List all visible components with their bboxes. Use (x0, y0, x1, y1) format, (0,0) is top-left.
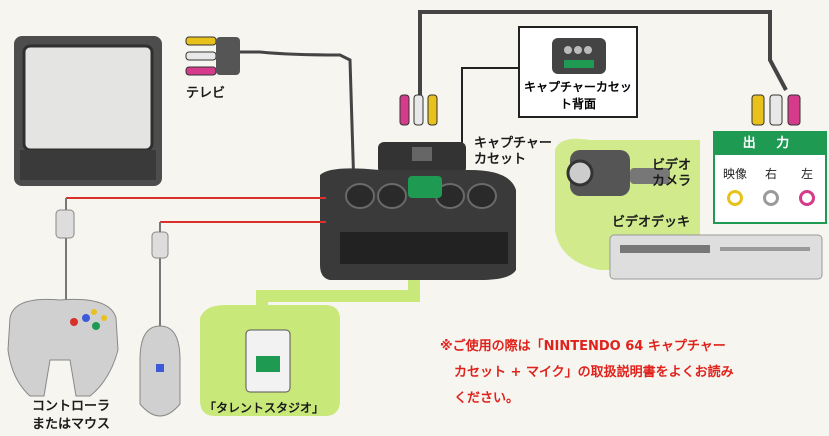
output-panel: 出 力 映像 右 左 (713, 131, 827, 224)
output-right-jack (763, 190, 779, 206)
rca-plugs-output (751, 94, 801, 126)
video-camera-label-line1: ビデオ (652, 158, 692, 173)
output-video: 映像 (717, 165, 753, 206)
video-camera-label: ビデオ カメラ (652, 158, 691, 190)
callout-pointer (461, 67, 518, 150)
video-deck-label: ビデオデッキ (612, 215, 691, 230)
tv-av-cable (240, 50, 357, 223)
controller-label-line2: またはマウス (32, 417, 111, 432)
tv-screen (22, 44, 154, 152)
output-right-label: 右 (764, 167, 777, 181)
capture-back-illustration (552, 38, 606, 74)
usage-notice-line1: ※ご使用の際は「NINTENDO 64 キャプチャー (440, 339, 726, 354)
tv-label: テレビ (186, 86, 226, 101)
tv-base (20, 150, 156, 180)
video-deck (609, 234, 823, 280)
capture-back-label: キャプチャーカセット背面 (524, 80, 632, 111)
usage-notice-line3: ください。 (454, 391, 520, 406)
output-left-label: 左 (800, 167, 813, 181)
usage-notice-line2: カセット + マイク」の取扱説明書をよくお読み (454, 365, 734, 380)
output-video-label: 映像 (722, 167, 747, 181)
capture-cassette-label: キャプチャー カセット (474, 136, 552, 168)
rca-plugs-tv (185, 36, 240, 76)
capture-back-callout: キャプチャーカセット背面 (518, 26, 638, 118)
usage-notice: ※ご使用の際は「NINTENDO 64 キャプチャー カセット + マイク」の取… (440, 334, 825, 412)
capture-cassette-label-line1: キャプチャー (474, 136, 552, 151)
controller-label-line1: コントローラ (32, 399, 111, 414)
capture-cassette-label-line2: カセット (474, 152, 527, 167)
output-left: 左 (789, 165, 825, 206)
controller-label: コントローラ またはマウス (32, 398, 110, 434)
insert-arrow (256, 272, 420, 312)
n64-controller (7, 298, 119, 397)
talent-studio-label: 「タレントスタジオ」 (204, 401, 325, 415)
output-video-jack (727, 190, 743, 206)
output-right: 右 (753, 165, 789, 206)
video-camera-label-line2: カメラ (652, 174, 692, 189)
capture-av-cable (418, 10, 788, 105)
rca-plugs-capture (399, 94, 438, 126)
output-left-jack (799, 190, 815, 206)
output-title: 出 力 (715, 133, 825, 155)
